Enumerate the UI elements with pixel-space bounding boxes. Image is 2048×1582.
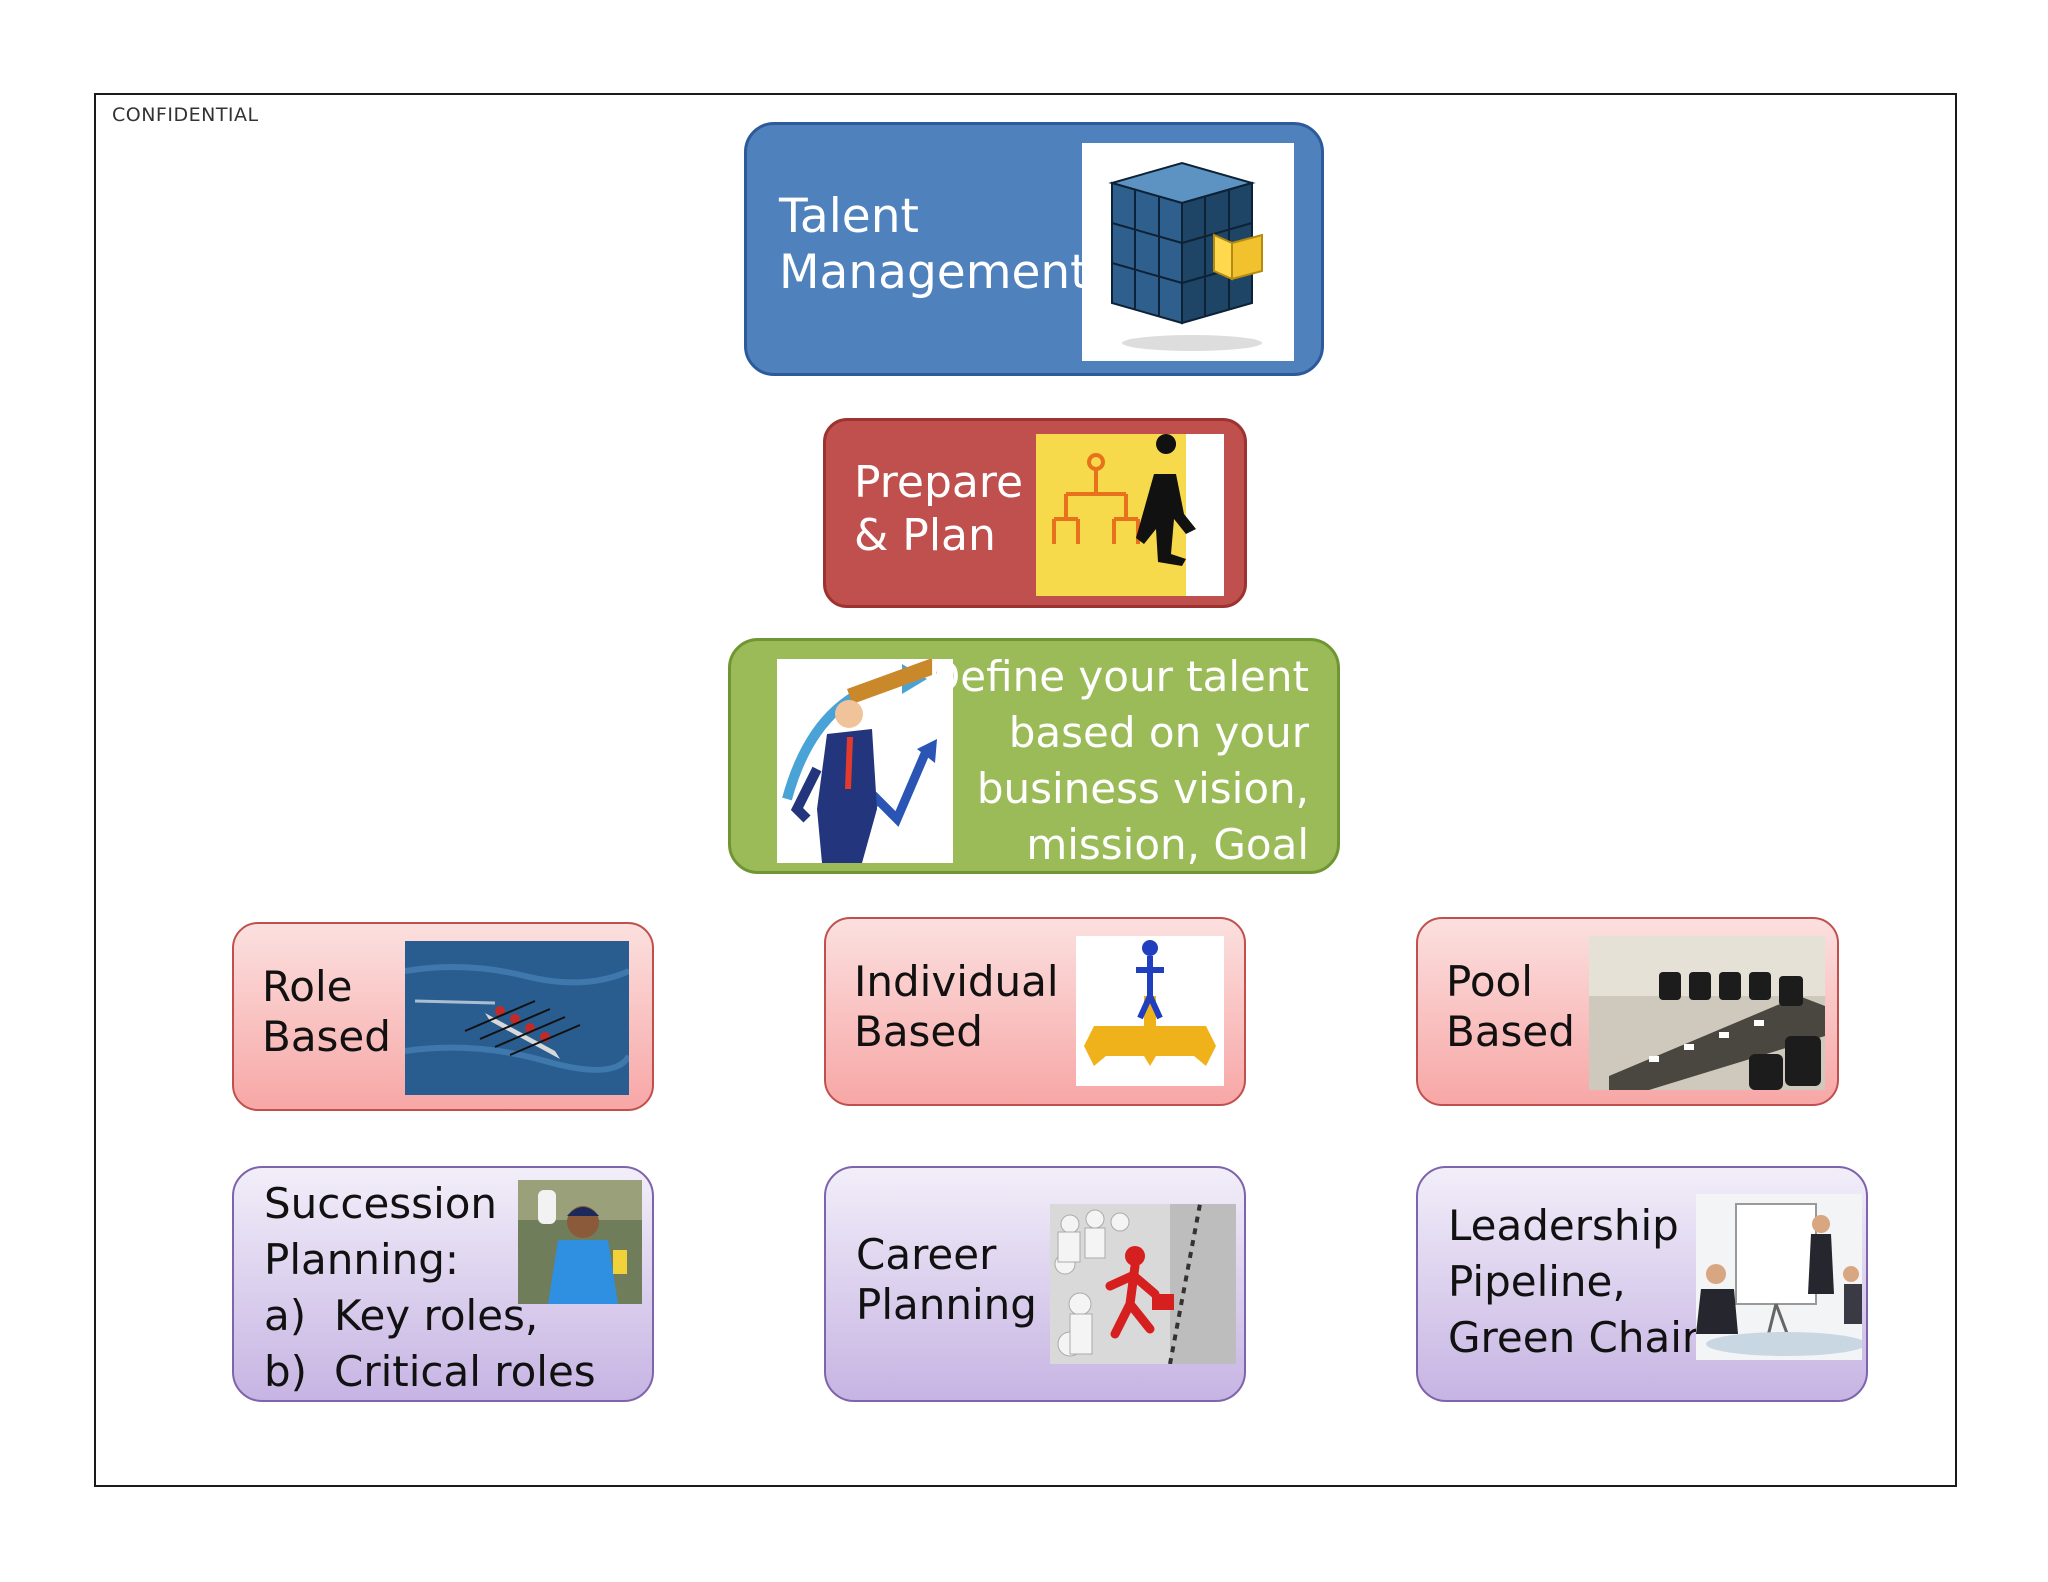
vision-telescope-image xyxy=(777,659,953,863)
page-frame xyxy=(94,93,1957,1487)
rowing-image xyxy=(405,941,629,1095)
succession-planning-box: Succession Planning: a) Key roles, b) Cr… xyxy=(232,1166,654,1402)
succession-list-item: b) Critical roles xyxy=(264,1346,596,1396)
define-talent-label: Define your talent based on your busines… xyxy=(927,652,1309,869)
role-based-box: Role Based xyxy=(232,922,654,1111)
confidential-label: CONFIDENTIAL xyxy=(112,104,259,126)
cricketer-image xyxy=(518,1180,642,1304)
individual-based-box: Individual Based xyxy=(824,917,1246,1106)
boardroom-image xyxy=(1589,936,1825,1090)
leadership-pipeline-box: Leadership Pipeline, Green Chair xyxy=(1416,1166,1868,1402)
crossroads-figure-image xyxy=(1076,936,1224,1086)
pool-based-box: Pool Based xyxy=(1416,917,1839,1106)
prepare-plan-box: Prepare & Plan xyxy=(823,418,1247,608)
career-planning-label: Career Planning xyxy=(856,1230,1037,1330)
org-chart-image xyxy=(1036,434,1224,596)
career-planning-box: Career Planning xyxy=(824,1166,1246,1402)
running-figure-image xyxy=(1050,1204,1236,1364)
individual-based-label: Individual Based xyxy=(854,957,1059,1057)
succession-planning-label: Succession Planning: a) Key roles, b) Cr… xyxy=(264,1176,596,1399)
define-talent-box: Define your talent based on your busines… xyxy=(728,638,1340,874)
talent-management-box: Talent Management xyxy=(744,122,1324,376)
pool-based-label: Pool Based xyxy=(1446,957,1575,1057)
succession-list-item: a) Key roles, xyxy=(264,1290,539,1340)
prepare-plan-label: Prepare & Plan xyxy=(854,457,1024,561)
cube-image xyxy=(1082,143,1294,361)
leadership-pipeline-label: Leadership Pipeline, Green Chair xyxy=(1448,1201,1700,1362)
role-based-label: Role Based xyxy=(262,962,391,1062)
presentation-meeting-image xyxy=(1696,1194,1862,1360)
talent-management-label: Talent Management xyxy=(779,189,1089,301)
